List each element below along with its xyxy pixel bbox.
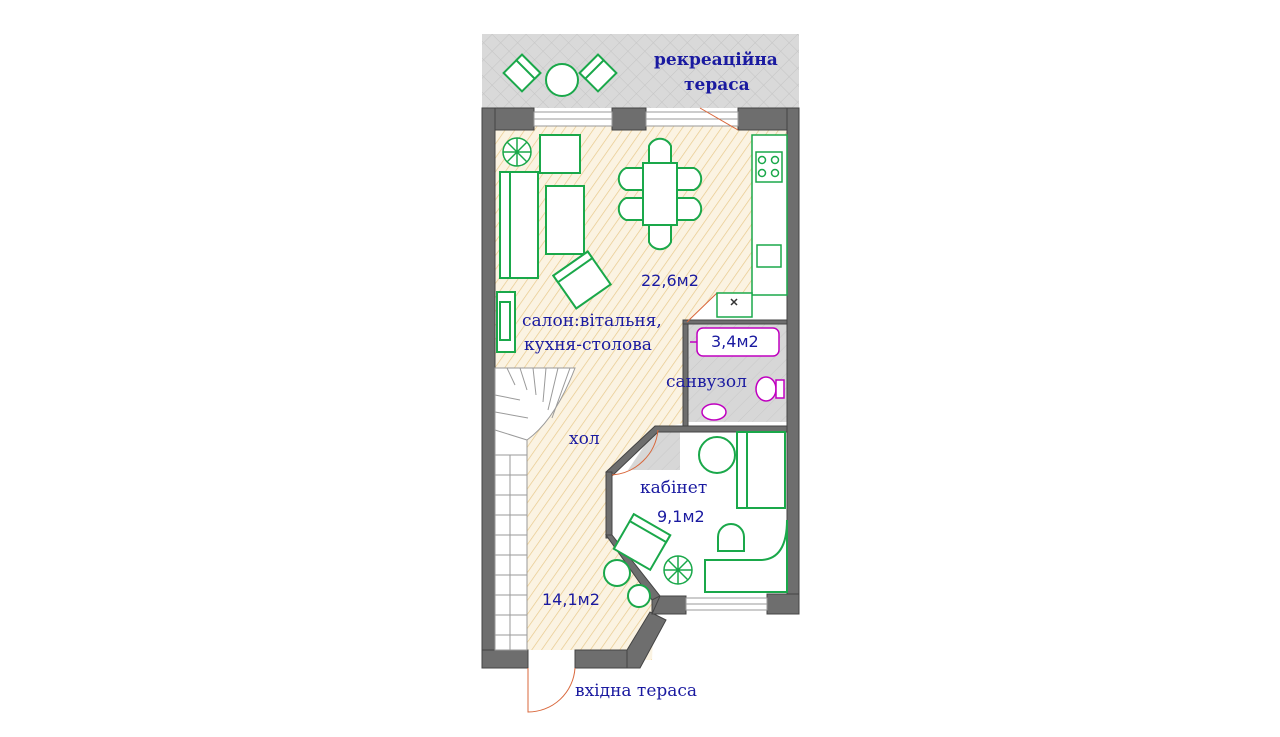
recreation-terrace-label-line1: рекреаційна	[654, 50, 778, 70]
salon-label-line1: салон:вітальня,	[522, 311, 662, 331]
bathroom-fixtures	[690, 327, 785, 421]
study-area-label: 9,1м2	[657, 507, 705, 526]
salon-area-label: 22,6м2	[641, 271, 699, 290]
kitchen-counter	[716, 134, 788, 318]
dining-set	[617, 137, 703, 251]
recreation-terrace-label-line2: тераса	[684, 75, 750, 95]
bathroom-label: санвузол	[666, 372, 747, 392]
windows	[533, 111, 768, 611]
plant-icon	[663, 555, 693, 585]
hall-label: хол	[569, 429, 600, 449]
walls	[481, 107, 800, 669]
salon-label-line2: кухня-столова	[524, 335, 652, 355]
staircase	[494, 367, 576, 651]
entrance-terrace-label: вхідна тераса	[575, 681, 698, 701]
plant-icon	[502, 137, 532, 167]
living-room-furniture	[496, 134, 613, 353]
bathroom-area-label: 3,4м2	[711, 332, 759, 351]
terrace-furniture	[502, 53, 618, 97]
study-label: кабінет	[640, 478, 708, 498]
hall-area-label: 14,1м2	[542, 590, 600, 609]
doors	[527, 107, 739, 713]
study-furniture	[603, 431, 788, 608]
